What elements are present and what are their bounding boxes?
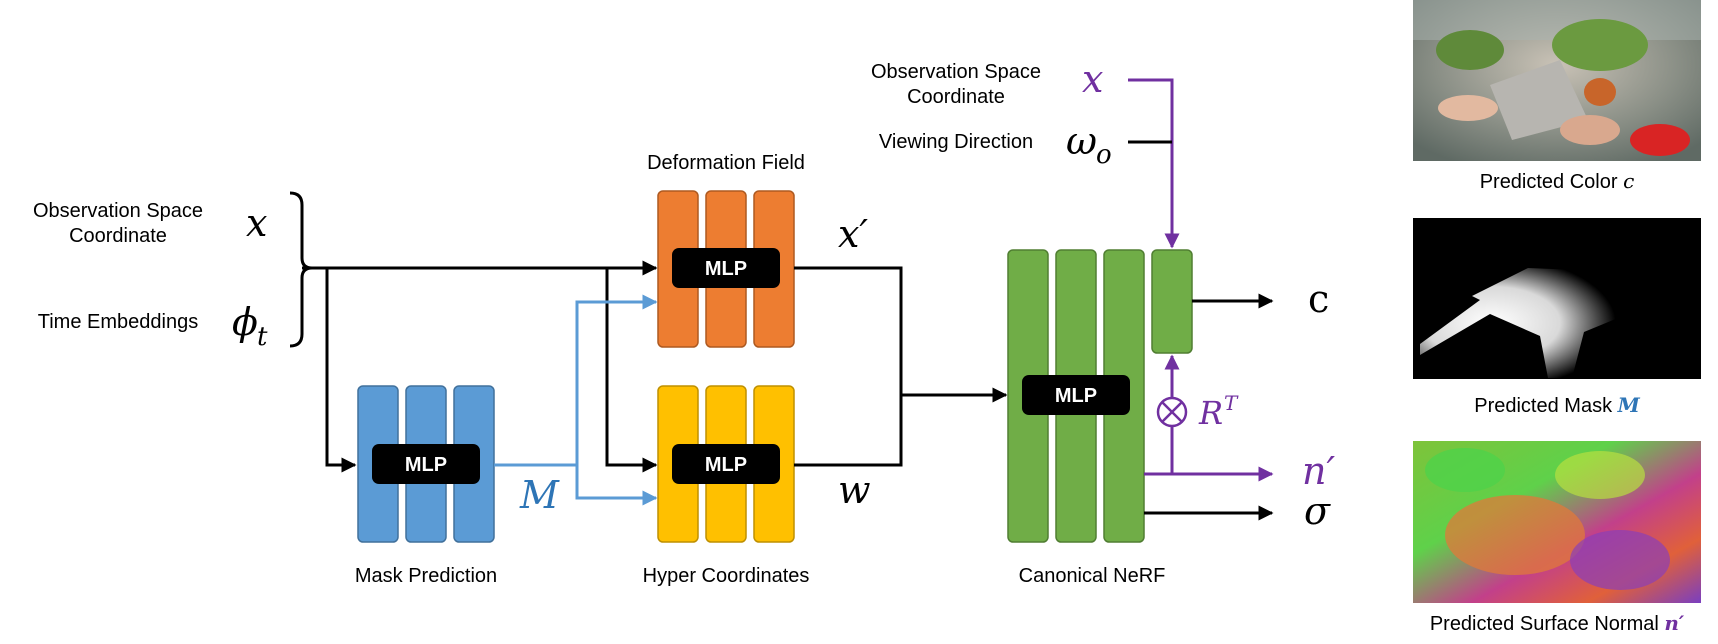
color-render-sheet <box>1490 60 1588 140</box>
color-render-plant-right <box>1552 19 1648 71</box>
color-render-plant-left <box>1436 30 1504 70</box>
mask-output-symbol: M <box>519 473 560 517</box>
nerf-mlp-badge <box>1022 375 1130 415</box>
top-obs-label-line2: Coordinate <box>907 86 1005 108</box>
hyper-coordinates-label: Hyper Coordinates <box>643 565 810 587</box>
mask-prediction-label: Mask Prediction <box>355 565 497 587</box>
thumbnail-color: Predicted Color c <box>1413 0 1701 193</box>
deformation-field-label: Deformation Field <box>647 152 805 174</box>
color-render-pot <box>1584 78 1616 106</box>
canonical-nerf-block: MLP Canonical NeRF <box>1007 249 1193 587</box>
obs-coord-symbol: x <box>246 201 267 245</box>
normal-output-symbol: n′ <box>1302 449 1335 493</box>
nerf-color-head <box>1151 249 1193 354</box>
arrow-to-hyper <box>605 268 658 473</box>
merge-wire <box>794 266 903 467</box>
nerf-outputs: c R T n′ σ <box>1144 277 1335 533</box>
mask-caption: Predicted Mask M <box>1474 393 1640 417</box>
obs-coord-label-line2: Coordinate <box>69 225 167 247</box>
thumbnail-normal: Predicted Surface Normal n′ <box>1413 441 1701 635</box>
time-embedding-symbol: ϕ <box>232 300 258 344</box>
top-obs-symbol: x <box>1082 57 1103 101</box>
input-time-embeddings: Time Embeddings ϕ t <box>38 300 268 352</box>
time-embeddings-label: Time Embeddings <box>38 311 198 333</box>
hyper-coordinate-symbol: w <box>838 468 871 512</box>
mask-arrow-to-deformation <box>494 294 658 467</box>
mask-mlp-badge <box>372 444 480 484</box>
color-output-symbol: c <box>1308 277 1329 321</box>
hyper-mlp-badge <box>672 444 780 484</box>
thumbnail-mask: Predicted Mask M <box>1413 218 1701 417</box>
normal-render-patch-c <box>1425 448 1505 492</box>
normal-render-patch-a <box>1445 495 1585 575</box>
mask-wires: M <box>494 294 658 517</box>
canonical-input-wires: x′ w <box>794 212 1008 512</box>
rotation-transpose-symbol: T <box>1224 391 1239 415</box>
deform-mlp-text: MLP <box>705 258 747 280</box>
input-observation-coordinate: Observation Space Coordinate x <box>33 200 267 247</box>
otimes-cross-b <box>1161 401 1183 423</box>
mask-render-shape <box>1420 268 1626 378</box>
purple-arrow-to-color-head <box>1128 78 1180 249</box>
color-render-hand-right <box>1560 115 1620 145</box>
input-wires <box>302 260 658 473</box>
normal-render-patch-d <box>1555 451 1645 499</box>
top-obs-label-line1: Observation Space <box>871 61 1041 83</box>
deformed-coordinate-symbol: x′ <box>838 212 868 256</box>
canonical-nerf-label: Canonical NeRF <box>1019 565 1166 587</box>
mask-arrow-to-hyper <box>575 465 658 506</box>
deformation-field-block: MLP Deformation Field <box>647 152 805 348</box>
mask-mlp-text: MLP <box>405 454 447 476</box>
viewing-direction-subscript: o <box>1096 140 1112 170</box>
arrow-to-mask-mlp <box>325 268 357 473</box>
color-render-hand-left <box>1438 95 1498 121</box>
top-inputs: Observation Space Coordinate x Viewing D… <box>871 57 1180 249</box>
time-embedding-subscript: t <box>257 322 268 352</box>
normal-render-patch-b <box>1570 530 1670 590</box>
color-render-red-plate <box>1630 124 1690 156</box>
normal-caption: Predicted Surface Normal n′ <box>1430 611 1685 635</box>
rotation-base-symbol: R <box>1198 394 1223 432</box>
nerf-mlp-text: MLP <box>1055 385 1097 407</box>
viewing-direction-symbol: ω <box>1066 119 1097 163</box>
hyper-mlp-text: MLP <box>705 454 747 476</box>
hyper-coordinates-block: MLP Hyper Coordinates <box>643 385 810 587</box>
deform-mlp-badge <box>672 248 780 288</box>
density-output-symbol: σ <box>1304 489 1331 533</box>
mask-prediction-block: MLP Mask Prediction <box>355 385 497 587</box>
viewing-direction-label: Viewing Direction <box>879 131 1033 153</box>
obs-coord-label-line1: Observation Space <box>33 200 203 222</box>
color-caption: Predicted Color c <box>1480 169 1635 193</box>
